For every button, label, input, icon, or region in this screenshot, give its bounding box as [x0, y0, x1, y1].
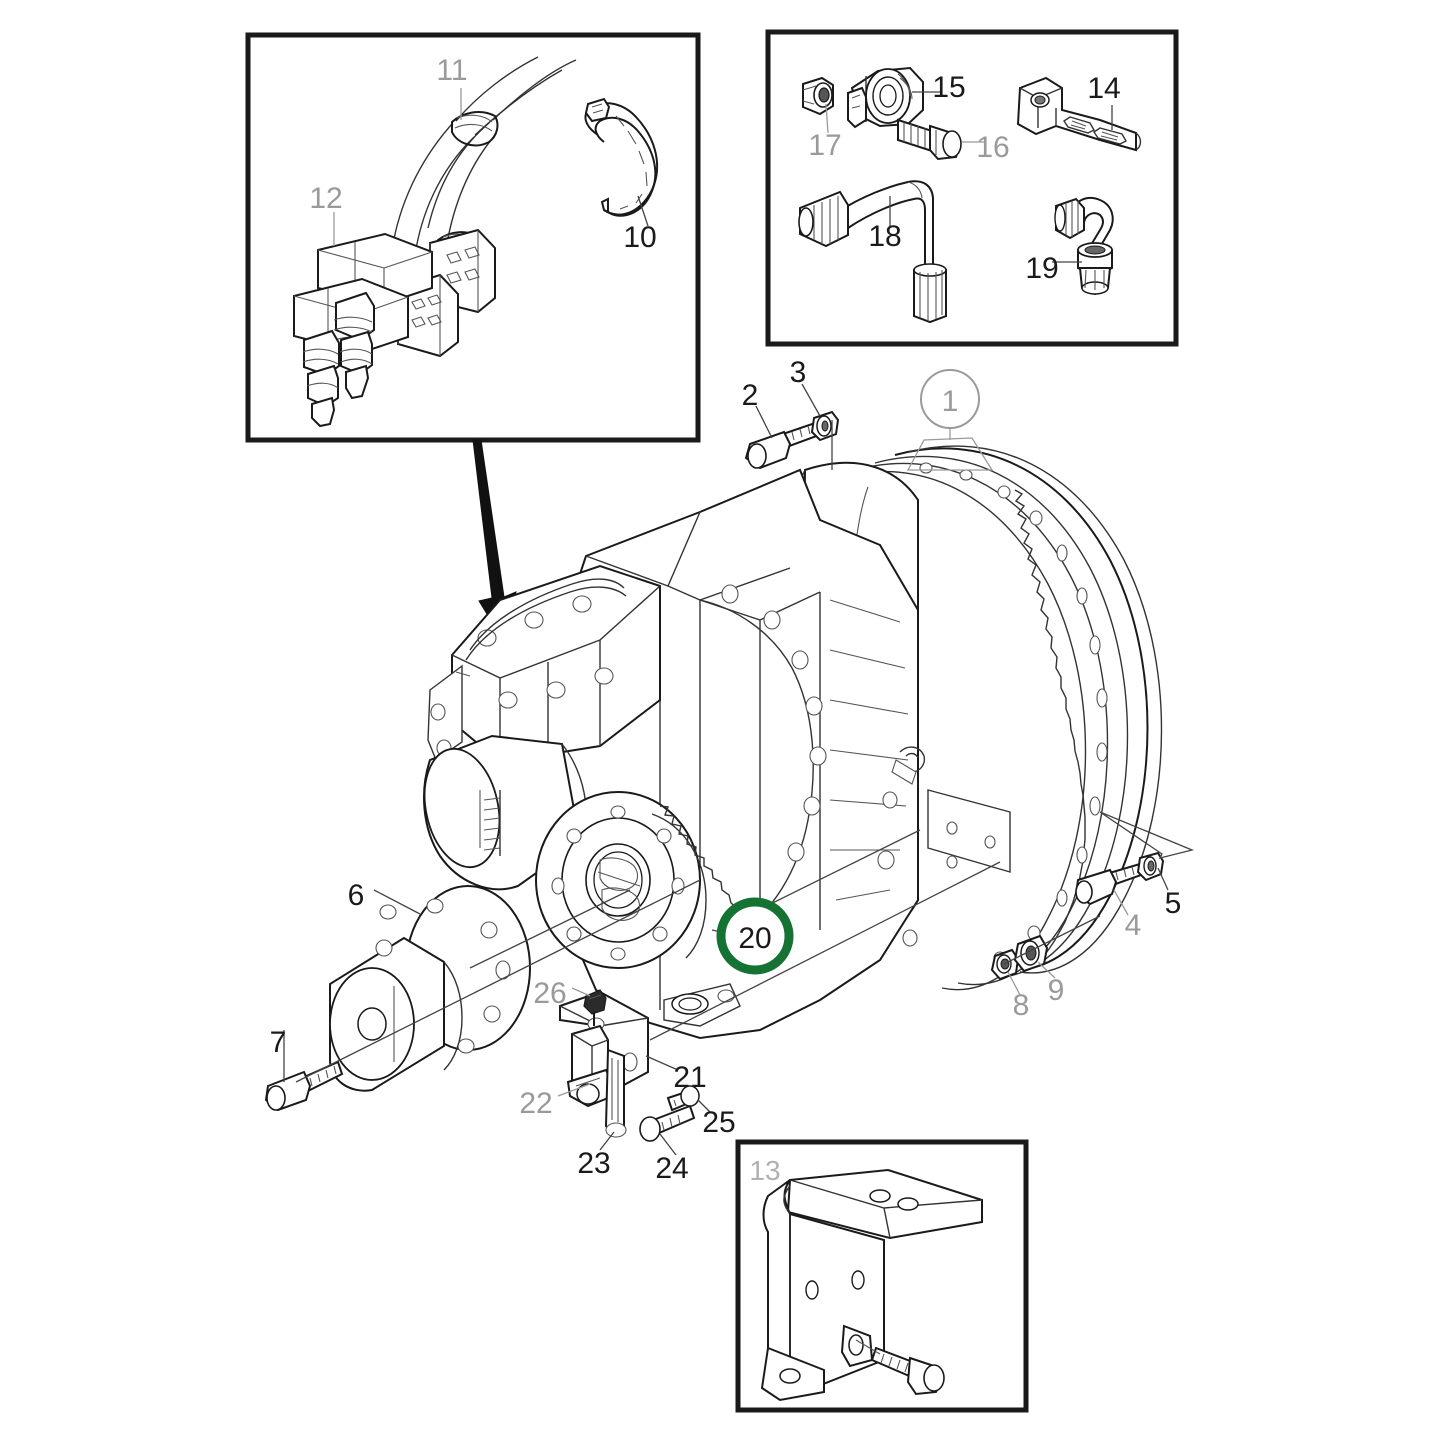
leader-23	[599, 1131, 615, 1151]
callout-6-label[interactable]: 6	[348, 879, 365, 912]
solenoid-valve-block-drawing	[293, 228, 496, 428]
callout-17-label[interactable]: 17	[808, 129, 841, 162]
angle-bracket-drawing	[1016, 76, 1142, 152]
sensor-bracket-assembly	[559, 983, 741, 1142]
callout-25-label[interactable]: 25	[702, 1106, 735, 1139]
callout-14-label[interactable]: 14	[1087, 72, 1120, 105]
valve-spool-1	[333, 291, 375, 400]
axis-line-89	[1003, 915, 1101, 965]
leader-17	[825, 103, 829, 134]
callout-11-label[interactable]: 11	[436, 54, 467, 87]
callout-labels: 1 2 3 4 5 6 7 8 9 10 11 12 13 14 15 16 1…	[270, 54, 1182, 1186]
mounting-bracket-drawing	[760, 1168, 983, 1402]
hub-bolt-7	[264, 1060, 344, 1112]
callout-10-label[interactable]: 10	[623, 221, 656, 254]
flange-bolt-drawing	[897, 118, 962, 161]
callout-13-label: 13	[749, 1155, 780, 1186]
callout-5-label[interactable]: 5	[1165, 887, 1182, 920]
leader-21	[645, 1055, 679, 1071]
leader-6	[373, 889, 421, 915]
leader-5	[1157, 867, 1169, 891]
leader-22	[557, 1083, 591, 1097]
bolt-24	[639, 1104, 696, 1142]
leader-26	[571, 987, 591, 997]
leader-24	[659, 1133, 677, 1156]
leader-10	[637, 195, 649, 227]
elbow-fitting-drawing	[1054, 197, 1114, 296]
leader-3	[801, 383, 821, 417]
pump-valve-block	[427, 564, 661, 764]
leader-25	[697, 1099, 711, 1113]
callout-19-label[interactable]: 19	[1025, 252, 1058, 285]
hub-flange	[329, 885, 531, 1092]
axis-line-21	[649, 861, 1001, 1041]
callout-23-label[interactable]: 23	[577, 1147, 610, 1180]
gear-teeth	[1014, 489, 1086, 958]
housing-plug	[891, 746, 926, 785]
speed-sensor	[566, 1024, 614, 1108]
callout-22-label[interactable]: 22	[519, 1087, 552, 1120]
callout-3-label[interactable]: 3	[790, 356, 807, 389]
sleeve-nut-drawing	[802, 76, 834, 116]
bolt-short-25	[666, 1085, 700, 1112]
sensor-bolt-23	[604, 1048, 627, 1138]
hydraulic-tube-drawing	[798, 180, 947, 324]
inset-box-top-left	[245, 32, 701, 443]
callout-20-highlight-circle	[716, 897, 794, 975]
callout-20-label: 20	[738, 922, 771, 955]
valve-spool-2	[302, 329, 340, 428]
main-assembly	[264, 383, 1195, 1156]
leader-8	[1007, 971, 1021, 996]
callout-4-label[interactable]: 4	[1125, 909, 1142, 942]
clamp-block-drawing	[847, 66, 924, 129]
callout-18-label[interactable]: 18	[868, 220, 901, 253]
callout-7-label[interactable]: 7	[270, 1026, 287, 1059]
axis-line-7	[295, 879, 701, 1083]
callout-24-label[interactable]: 24	[655, 1152, 688, 1185]
axis-line-6	[469, 889, 631, 969]
callout-1[interactable]: 1	[920, 369, 980, 429]
callout-12-label[interactable]: 12	[309, 182, 342, 215]
nut-8-nut-9	[990, 934, 1049, 981]
callout-1-label: 1	[942, 385, 959, 418]
cable-tie-drawing	[584, 97, 659, 217]
callout-26-label[interactable]: 26	[533, 977, 566, 1010]
callout-2-label[interactable]: 2	[742, 379, 759, 412]
drive-gear-coupling	[535, 791, 758, 969]
leader-4	[1113, 889, 1129, 916]
callout-9-label[interactable]: 9	[1048, 974, 1065, 1007]
leader-1-pointer	[906, 437, 994, 471]
bolt-2-washer-3	[744, 410, 840, 470]
callout-1-circle	[920, 369, 980, 429]
callout-21-label[interactable]: 21	[673, 1061, 706, 1094]
inset-box-top-right-border	[765, 29, 1179, 347]
leader-9	[1037, 961, 1056, 979]
leader-5b	[1099, 811, 1195, 859]
callout-20[interactable]: 20	[716, 897, 794, 975]
callout-15-label[interactable]: 15	[932, 71, 965, 104]
callout-8-label[interactable]: 8	[1013, 989, 1030, 1022]
leader-2	[755, 405, 773, 439]
inset-box-bottom	[735, 1139, 1029, 1413]
bolt-4-washer-5	[1074, 851, 1165, 906]
inset-box-top-right	[765, 29, 1179, 347]
callout-16-label[interactable]: 16	[976, 131, 1009, 164]
